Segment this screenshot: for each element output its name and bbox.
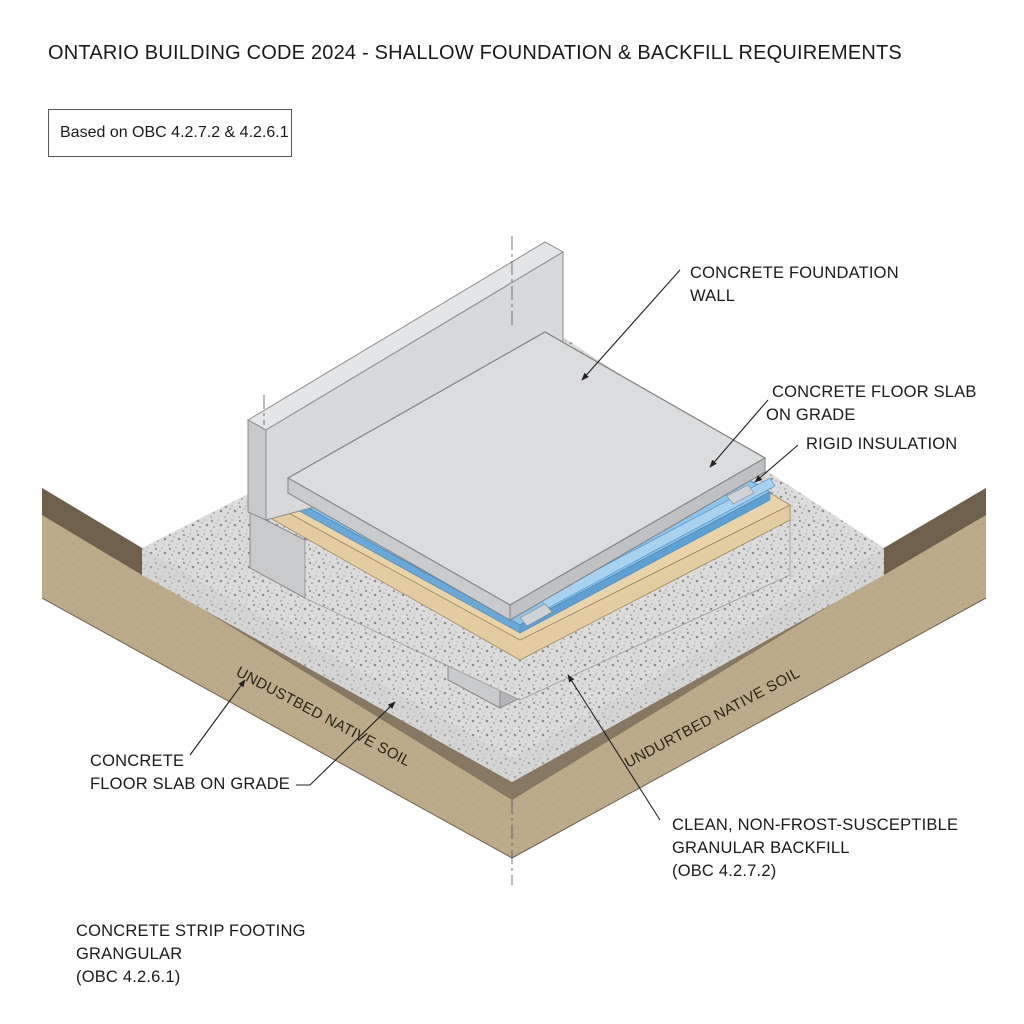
- center-lines: [263, 236, 513, 885]
- native-soil: [41, 488, 987, 859]
- concrete-floor-slab: [286, 331, 767, 621]
- leader-lines: [189, 269, 799, 821]
- code-reference-box: Based on OBC 4.2.7.2 & 4.2.6.1: [48, 109, 292, 157]
- label-floor-slab-right: CONCRETE FLOOR SLAB ON GRADE: [766, 383, 977, 424]
- label-foundation-wall: CONCRETE FOUNDATION WALL: [690, 264, 899, 305]
- label-floor-slab-left: CONCRETE FLOOR SLAB ON GRADE: [90, 752, 291, 793]
- label-rigid-insulation: RIGID INSULATION: [806, 435, 958, 453]
- label-granular-backfill: CLEAN, NON-FROST-SUSCEPTIBLE GRANULAR BA…: [672, 816, 959, 880]
- page-title: ONTARIO BUILDING CODE 2024 - SHALLOW FOU…: [48, 42, 902, 64]
- label-strip-footing: CONCRETE STRIP FOOTING GRANGULAR (OBC 4.…: [76, 922, 306, 986]
